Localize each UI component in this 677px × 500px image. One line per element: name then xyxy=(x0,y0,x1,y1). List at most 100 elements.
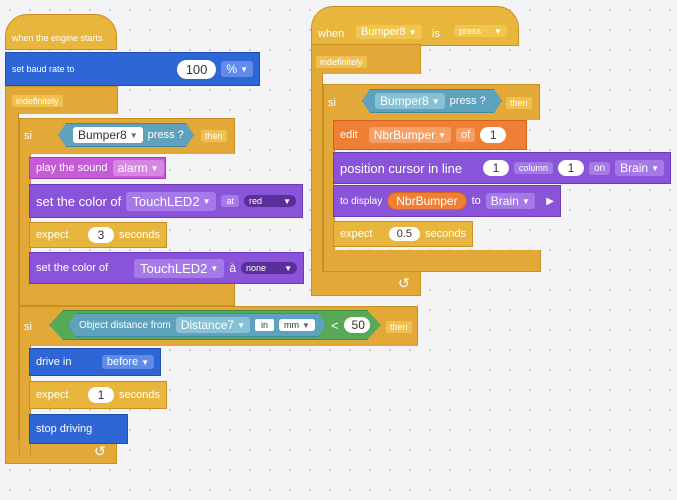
print-target-dropdown[interactable]: Brain ▼ xyxy=(485,193,535,209)
set-cursor-block[interactable]: position cursor in line 1 column 1 on Br… xyxy=(333,152,671,184)
baud-label: set baud rate to xyxy=(12,64,75,74)
touchled-dropdown-1[interactable]: TouchLED2 ▼ xyxy=(126,191,217,211)
forever-arm xyxy=(5,113,19,463)
forever-top-right[interactable]: indefinitely xyxy=(311,44,421,74)
press-condition-label: press ? xyxy=(147,129,184,141)
variable-dropdown[interactable]: NbrBumper ▼ xyxy=(368,127,452,143)
expand-arrow-icon[interactable]: ▶ xyxy=(546,195,554,207)
wait-label: expect xyxy=(36,229,69,241)
event-dropdown[interactable]: press ▼ xyxy=(454,25,507,37)
chevron-down-icon: ▼ xyxy=(210,263,219,273)
object-distance-reporter[interactable]: Object distance from Distance7 ▼ in mm ▼ xyxy=(68,313,326,337)
wait-label: expect xyxy=(340,228,373,240)
change-by-value[interactable]: 1 xyxy=(480,127,507,143)
bumper-sensor-dropdown[interactable]: Bumper8 ▼ xyxy=(73,127,143,143)
then-label: then xyxy=(506,97,532,109)
sound-dropdown[interactable]: alarm ▼ xyxy=(112,160,164,176)
touchled-dropdown-2[interactable]: TouchLED2 ▼ xyxy=(134,258,225,278)
wait-unit: seconds xyxy=(425,228,466,240)
column-label: column xyxy=(513,162,553,174)
distance-label: Object distance from xyxy=(79,319,171,331)
color-value-2: none xyxy=(246,263,267,273)
distance-sensor-value: Distance7 xyxy=(180,318,235,332)
on-label: on xyxy=(588,161,611,175)
then-label: then xyxy=(201,130,227,142)
chevron-down-icon: ▼ xyxy=(494,26,502,36)
forever-label: indefinitely xyxy=(12,95,63,107)
change-variable-block[interactable]: edit NbrBumper ▼ of 1 xyxy=(333,120,527,150)
direction-dropdown[interactable]: before ▼ xyxy=(101,355,154,369)
if-keyword: si xyxy=(24,130,32,142)
wait-unit: seconds xyxy=(119,389,160,401)
wait-value[interactable]: 1 xyxy=(88,387,115,403)
cursor-label: position cursor in line xyxy=(340,160,463,176)
chevron-down-icon: ▼ xyxy=(438,130,447,140)
print-label: to display xyxy=(340,195,383,207)
forever-bottom: ↺ xyxy=(5,442,117,464)
cursor-line-value[interactable]: 1 xyxy=(482,160,509,176)
chevron-down-icon: ▼ xyxy=(150,163,159,173)
wait-block-2[interactable]: expect 1 seconds xyxy=(29,381,167,409)
press-condition-label: press ? xyxy=(449,95,486,107)
set-color-block-1[interactable]: set the color of TouchLED2 ▼ at red ▼ xyxy=(29,184,303,218)
chevron-down-icon: ▼ xyxy=(237,320,246,330)
forever-top[interactable]: indefinitely xyxy=(5,86,118,114)
distance-unit-dropdown[interactable]: mm ▼ xyxy=(279,319,315,331)
when-bumper-hat[interactable]: when Bumper8 ▼ is press ▼ xyxy=(311,6,519,46)
chevron-down-icon: ▼ xyxy=(202,196,211,206)
bumper-pressed-condition-right[interactable]: Bumper8 ▼ press ? xyxy=(362,89,502,113)
set-color-block-2[interactable]: set the color of TouchLED2 ▼ à none ▼ xyxy=(29,252,304,284)
drive-block[interactable]: drive in before ▼ xyxy=(29,348,161,376)
distance-sensor-dropdown[interactable]: Distance7 ▼ xyxy=(176,317,250,333)
hat-label: when the engine starts xyxy=(12,33,103,43)
chevron-down-icon: ▼ xyxy=(302,320,310,330)
print-block[interactable]: to display NbrBumper to Brain ▼ ▶ xyxy=(333,185,561,217)
forever-label: indefinitely xyxy=(316,56,367,68)
wait-value[interactable]: 3 xyxy=(88,227,115,243)
wait-value[interactable]: 0.5 xyxy=(388,227,421,241)
sound-value: alarm xyxy=(117,161,148,175)
forever-bottom-right: ↺ xyxy=(311,272,421,296)
bumper-event-sensor-dropdown[interactable]: Bumper8 ▼ xyxy=(356,25,422,39)
set-baud-rate-block[interactable]: set baud rate to 100 % ▼ xyxy=(5,52,260,86)
bumper-pressed-condition[interactable]: Bumper8 ▼ press ? xyxy=(58,123,194,147)
touchled-value-2: TouchLED2 xyxy=(140,260,208,276)
wait-block-right[interactable]: expect 0.5 seconds xyxy=(333,221,473,247)
distance-threshold[interactable]: 50 xyxy=(344,317,370,333)
chevron-down-icon: ▼ xyxy=(129,130,138,140)
chevron-down-icon: ▼ xyxy=(284,263,292,273)
to-label: to xyxy=(471,195,481,207)
forever-arm-right xyxy=(311,73,323,278)
bumper-sensor-value: Bumper8 xyxy=(78,128,127,142)
variable-value: NbrBumper xyxy=(373,128,436,142)
baud-unit-dropdown[interactable]: % ▼ xyxy=(221,61,253,77)
then-label: then xyxy=(386,321,412,333)
baud-value[interactable]: 100 xyxy=(176,59,217,79)
when-engine-starts-hat[interactable]: when the engine starts xyxy=(5,14,117,50)
color-dropdown-2[interactable]: none ▼ xyxy=(241,262,297,274)
play-sound-block[interactable]: play the sound alarm ▼ xyxy=(29,157,166,179)
bumper-event-sensor-value: Bumper8 xyxy=(361,26,406,38)
chevron-down-icon: ▼ xyxy=(240,64,248,74)
print-variable-reporter[interactable]: NbrBumper xyxy=(387,192,467,210)
chevron-down-icon: ▼ xyxy=(283,196,291,206)
wait-unit: seconds xyxy=(119,229,160,241)
less-than-operator: < xyxy=(330,317,339,333)
cursor-column-value[interactable]: 1 xyxy=(557,160,584,176)
if-block-right-bottom xyxy=(323,250,541,272)
wait-block-1[interactable]: expect 3 seconds xyxy=(29,222,167,248)
of-label: of xyxy=(456,128,476,142)
stop-driving-block[interactable]: stop driving xyxy=(29,414,128,444)
chevron-down-icon: ▼ xyxy=(521,196,530,206)
if-keyword: si xyxy=(328,97,336,109)
touchled-value-1: TouchLED2 xyxy=(132,193,200,209)
cursor-target-value: Brain xyxy=(620,161,649,175)
if-block-1-bottom xyxy=(19,284,235,306)
distance-comparison[interactable]: Object distance from Distance7 ▼ in mm ▼… xyxy=(49,310,381,340)
bumper-sensor-dropdown[interactable]: Bumper8 ▼ xyxy=(375,93,445,109)
is-label: is xyxy=(432,28,440,40)
distance-unit-value: mm xyxy=(284,320,300,330)
color-dropdown-1[interactable]: red ▼ xyxy=(244,195,296,207)
cursor-target-dropdown[interactable]: Brain ▼ xyxy=(615,160,664,176)
if-keyword: si xyxy=(24,321,32,333)
